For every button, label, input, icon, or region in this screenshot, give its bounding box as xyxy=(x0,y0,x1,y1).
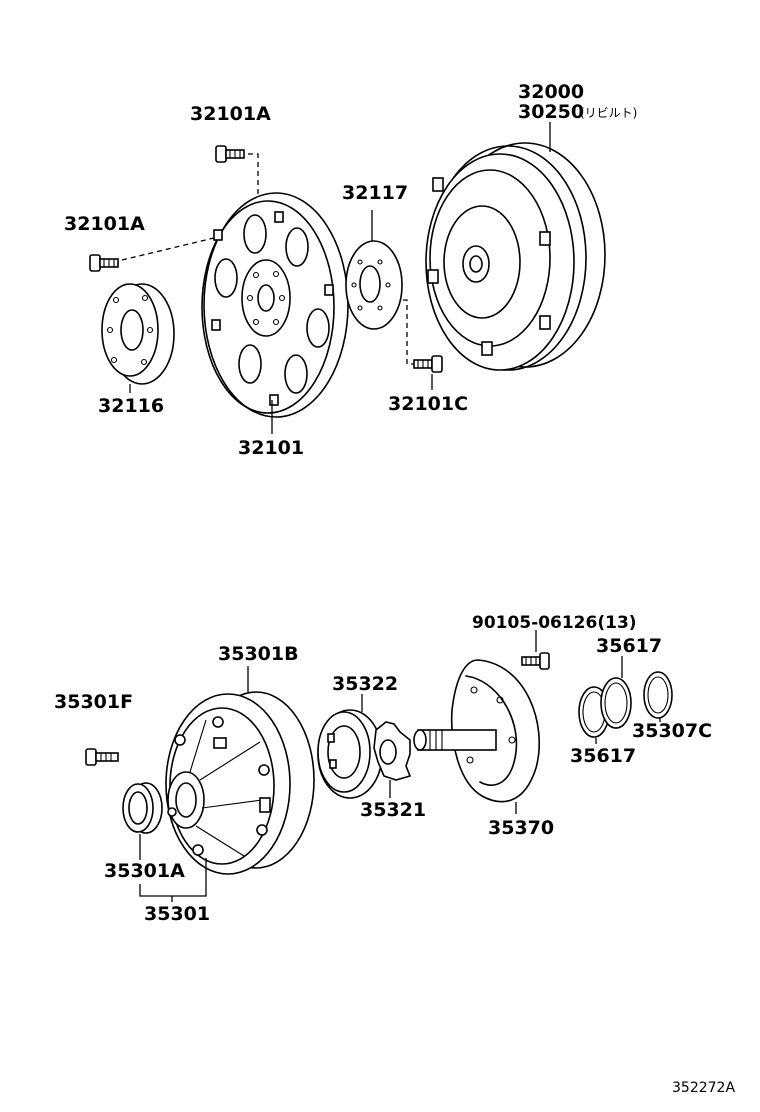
label-35301A: 35301A xyxy=(104,860,185,882)
label-35617-top: 35617 xyxy=(596,635,662,657)
bolt-32101C[interactable] xyxy=(413,355,443,373)
torque-converter-32000[interactable] xyxy=(425,142,606,371)
spacer-32116[interactable] xyxy=(101,283,175,385)
label-32117: 32117 xyxy=(342,182,408,204)
label-32101C: 32101C xyxy=(388,393,468,415)
label-35301B: 35301B xyxy=(218,643,299,665)
label-30250-note: (リビルト) xyxy=(580,106,637,120)
seal-ring-35617-b[interactable] xyxy=(600,677,632,729)
label-90105-06126: 90105-06126(13) xyxy=(472,613,637,633)
bolt-32101A-left[interactable] xyxy=(89,254,119,272)
label-35301F: 35301F xyxy=(54,691,133,713)
oil-seal-35301A[interactable] xyxy=(122,782,163,834)
label-32000: 32000 xyxy=(518,81,584,103)
label-35322: 35322 xyxy=(332,673,398,695)
label-35301: 35301 xyxy=(144,903,210,925)
bracket-35301 xyxy=(139,858,207,897)
figure-reference: 352272A xyxy=(672,1080,735,1096)
label-32101A-left: 32101A xyxy=(64,213,145,235)
dashed-guide-32101C xyxy=(403,299,414,365)
dashed-guide-32101A-left xyxy=(121,236,219,261)
stator-35322[interactable] xyxy=(317,709,383,799)
pump-body-35301[interactable] xyxy=(165,691,315,875)
label-32101A-top: 32101A xyxy=(190,103,271,125)
label-35370: 35370 xyxy=(488,817,554,839)
label-35321: 35321 xyxy=(360,799,426,821)
snap-ring-35307C[interactable] xyxy=(643,671,673,719)
shim-32117[interactable] xyxy=(345,240,403,330)
label-32101: 32101 xyxy=(238,437,304,459)
dashed-guide-32101A-top xyxy=(248,153,259,210)
bolt-35301F[interactable] xyxy=(85,748,119,766)
bolt-32101A-top[interactable] xyxy=(215,145,245,163)
label-35617-bottom: 35617 xyxy=(570,745,636,767)
bolt-90105-06126[interactable] xyxy=(521,652,550,670)
label-30250: 30250 xyxy=(518,101,584,123)
drive-gear-35321[interactable] xyxy=(373,721,412,781)
drive-plate-32101[interactable] xyxy=(201,192,349,418)
label-32116: 32116 xyxy=(98,395,164,417)
label-35307C: 35307C xyxy=(632,720,712,742)
stator-shaft-35370[interactable] xyxy=(413,659,540,803)
